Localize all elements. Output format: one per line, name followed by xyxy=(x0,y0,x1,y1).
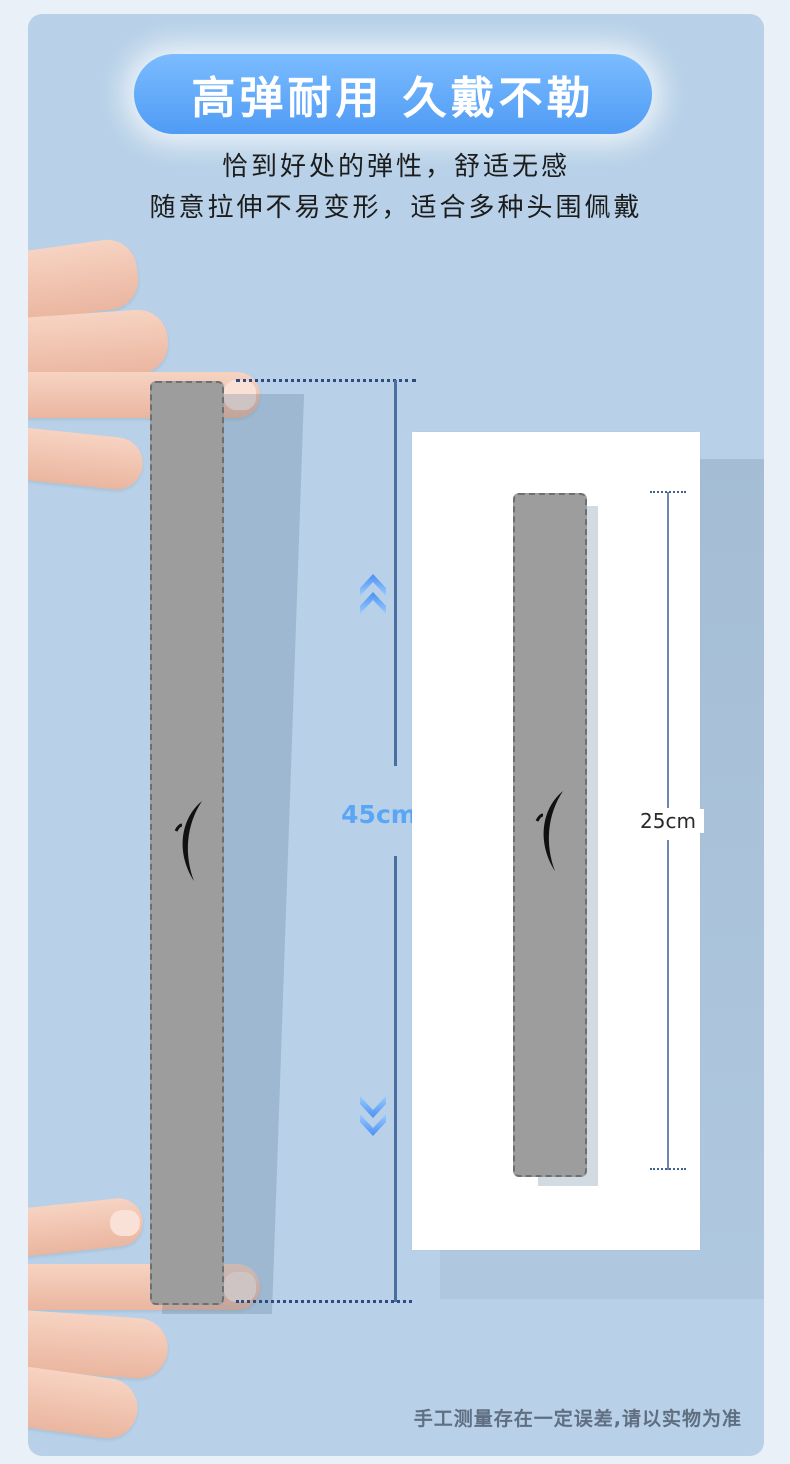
relaxed-headband xyxy=(513,493,587,1177)
product-panel: 高弹耐用 久戴不勒 恰到好处的弹性，舒适无感 随意拉伸不易变形，适合多种头围佩戴 xyxy=(28,14,764,1456)
bottom-measure-line xyxy=(236,1300,412,1303)
title-banner: 高弹耐用 久戴不勒 xyxy=(134,54,652,134)
relaxed-length-label: 25cm xyxy=(632,809,704,833)
stretched-length-label: 45cm xyxy=(341,800,417,829)
measure-axis-bottom xyxy=(394,856,397,1302)
double-chevron-down-icon xyxy=(360,1096,386,1136)
relaxed-axis-top xyxy=(667,492,669,808)
measurement-disclaimer: 手工测量存在一定误差,请以实物为准 xyxy=(413,1408,742,1430)
relaxed-axis-bottom xyxy=(667,840,669,1170)
page-title: 高弹耐用 久戴不勒 xyxy=(191,73,595,124)
brand-swoosh-icon xyxy=(174,801,202,881)
stretched-headband xyxy=(150,381,224,1305)
subtitle-line-2: 随意拉伸不易变形，适合多种头围佩戴 xyxy=(149,193,643,223)
measure-axis-top xyxy=(394,380,397,766)
top-measure-line xyxy=(236,379,416,382)
subtitle-line-1: 恰到好处的弹性，舒适无感 xyxy=(221,152,570,182)
double-chevron-up-icon xyxy=(360,574,386,614)
brand-swoosh-icon xyxy=(535,791,563,871)
